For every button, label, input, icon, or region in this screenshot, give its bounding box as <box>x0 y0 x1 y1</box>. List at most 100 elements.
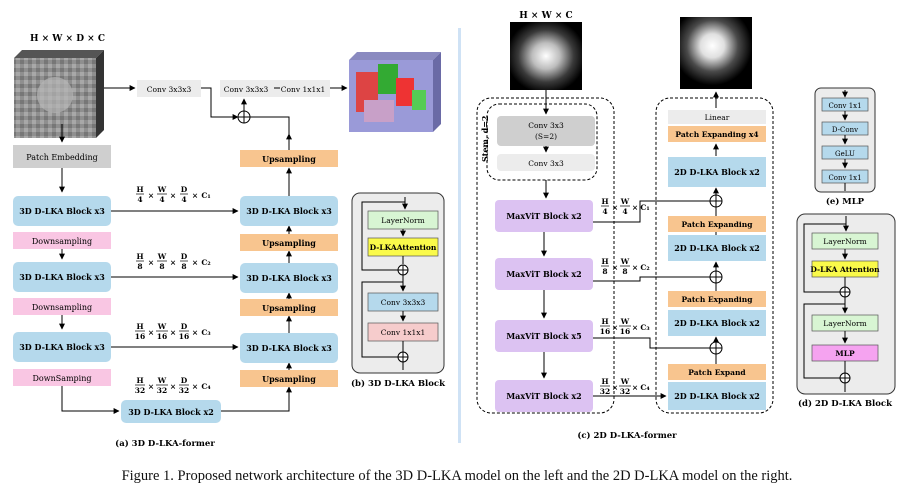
c-dlka-label-3: 2D D-LKA Block x2 <box>674 318 760 328</box>
c-shape-label-2: H 8 × W 8 × C₂ <box>601 257 650 276</box>
c-stem-conv-b-label: Conv 3x3 <box>528 159 564 168</box>
a-shape-label-3: H 16 × W 16 × D 16 × C₃ <box>135 322 211 341</box>
a-downsampling-label-2: Downsampling <box>32 303 92 312</box>
segmentation-output-image <box>349 52 441 132</box>
svg-text:×: × <box>170 328 176 337</box>
svg-text:16: 16 <box>179 332 189 341</box>
svg-text:8: 8 <box>159 262 164 271</box>
a-bottleneck-block <box>121 400 221 423</box>
a-upsampling-label-4: Upsampling <box>262 374 316 384</box>
a-decoder-block-3 <box>240 333 338 363</box>
svg-text:16: 16 <box>135 332 145 341</box>
c-stem-label: Stem, d=2 <box>480 116 490 162</box>
a-conv-out-b-label: Conv 1x1x1 <box>281 85 325 94</box>
svg-text:×: × <box>612 203 618 212</box>
b-dlka-attention-label: D-LKAAttention <box>370 243 437 252</box>
c-dlka-block-2 <box>668 235 766 261</box>
c-patch-expand-label-3: Patch Expand <box>688 368 746 377</box>
svg-text:×: × <box>170 191 176 200</box>
svg-text:H: H <box>601 377 608 386</box>
c-linear-label: Linear <box>705 113 730 122</box>
svg-text:C₁: C₁ <box>201 191 210 200</box>
a-upsampling-1 <box>240 150 338 167</box>
svg-text:×: × <box>148 382 154 391</box>
a-conv-top-block <box>137 80 201 97</box>
svg-text:C₂: C₂ <box>201 258 210 267</box>
svg-text:16: 16 <box>620 327 630 336</box>
a-decoder-label-2: 3D D-LKA Block x3 <box>246 273 332 283</box>
c-maxvit-label-2: MaxViT Block x2 <box>506 269 581 279</box>
svg-text:4: 4 <box>181 195 186 204</box>
c-maxvit-block-3 <box>495 320 593 352</box>
svg-text:C₄: C₄ <box>640 383 650 392</box>
a-downsampling-2 <box>13 298 111 315</box>
svg-text:C₃: C₃ <box>201 328 210 337</box>
a-encoder-block-2 <box>13 262 111 292</box>
c-dlka-label-2: 2D D-LKA Block x2 <box>674 243 760 253</box>
c-maxvit-block-4 <box>495 380 593 412</box>
panel-b: LayerNorm D-LKAAttention Conv 3x3x3 Conv… <box>351 192 446 389</box>
svg-text:W: W <box>620 377 630 386</box>
b-conv3-label: Conv 3x3x3 <box>381 298 426 307</box>
c-maxvit-block-1 <box>495 200 593 232</box>
svg-text:H: H <box>136 185 143 194</box>
svg-text:D: D <box>181 322 188 331</box>
a-encoder-label-3: 3D D-LKA Block x3 <box>19 342 105 352</box>
svg-text:H: H <box>136 376 143 385</box>
c-shape-label-3: H 16 × W 16 × C₃ <box>600 317 650 336</box>
svg-text:16: 16 <box>157 332 167 341</box>
svg-text:×: × <box>632 263 638 272</box>
svg-text:×: × <box>632 203 638 212</box>
svg-text:8: 8 <box>622 267 627 276</box>
svg-text:8: 8 <box>602 267 607 276</box>
a-bottleneck-label: 3D D-LKA Block x2 <box>128 407 214 417</box>
a-encoder-block-1 <box>13 196 111 226</box>
svg-text:×: × <box>148 191 154 200</box>
c-stem-conv-a-label: Conv 3x3 <box>528 121 564 130</box>
svg-text:W: W <box>620 317 630 326</box>
a-encoder-label-1: 3D D-LKA Block x3 <box>19 206 105 216</box>
a-decoder-label-3: 3D D-LKA Block x3 <box>246 343 332 353</box>
e-item-label-2: D-Conv <box>832 126 858 134</box>
svg-text:4: 4 <box>602 207 607 216</box>
d-caption: (d) 2D D-LKA Block <box>798 398 893 409</box>
b-conv1-label: Conv 1x1x1 <box>381 328 425 337</box>
svg-text:W: W <box>620 197 630 206</box>
c-stem-conv-b-block <box>497 154 595 171</box>
svg-text:8: 8 <box>181 262 186 271</box>
svg-text:W: W <box>157 185 167 194</box>
c-patch-expanding-2 <box>668 291 766 307</box>
svg-text:D: D <box>181 252 188 261</box>
c-patch-expanding-x4-label: Patch Expanding x4 <box>675 130 758 139</box>
c-stem-dashed-frame <box>486 103 598 181</box>
a-upsampling-2 <box>240 234 338 251</box>
svg-text:×: × <box>632 323 638 332</box>
svg-text:32: 32 <box>157 386 167 395</box>
a-downsampling-label-1: Downsampling <box>32 237 92 246</box>
svg-text:32: 32 <box>135 386 145 395</box>
svg-text:H: H <box>601 257 608 266</box>
a-downsampling-3 <box>13 369 111 386</box>
c-maxvit-label-1: MaxViT Block x2 <box>506 211 581 221</box>
d-mlp-label: MLP <box>835 349 855 358</box>
c-maxvit-label-3: MaxViT Block x5 <box>506 331 581 341</box>
svg-text:W: W <box>157 376 167 385</box>
svg-text:C₄: C₄ <box>201 382 211 391</box>
c-dlka-block-1 <box>668 157 766 187</box>
c-input-image <box>510 22 582 90</box>
a-conv-out-a-label: Conv 3x3x3 <box>224 85 269 94</box>
c-linear-block <box>668 110 766 124</box>
a-downsampling-label-3: DownSamping <box>32 374 91 383</box>
svg-text:×: × <box>632 383 638 392</box>
e-caption: (e) MLP <box>826 196 865 207</box>
a-decoder-block-1 <box>240 196 338 226</box>
panel-a: H × W × D × C Patch Embedding 3D D-LKA B… <box>13 34 441 449</box>
a-shape-label-2: H 8 × W 8 × D 8 × C₂ <box>136 252 211 271</box>
svg-text:×: × <box>192 382 198 391</box>
svg-text:×: × <box>148 258 154 267</box>
svg-text:32: 32 <box>179 386 189 395</box>
c-output-image <box>680 17 752 89</box>
svg-text:4: 4 <box>137 195 142 204</box>
svg-text:D: D <box>181 185 188 194</box>
svg-text:16: 16 <box>600 327 610 336</box>
